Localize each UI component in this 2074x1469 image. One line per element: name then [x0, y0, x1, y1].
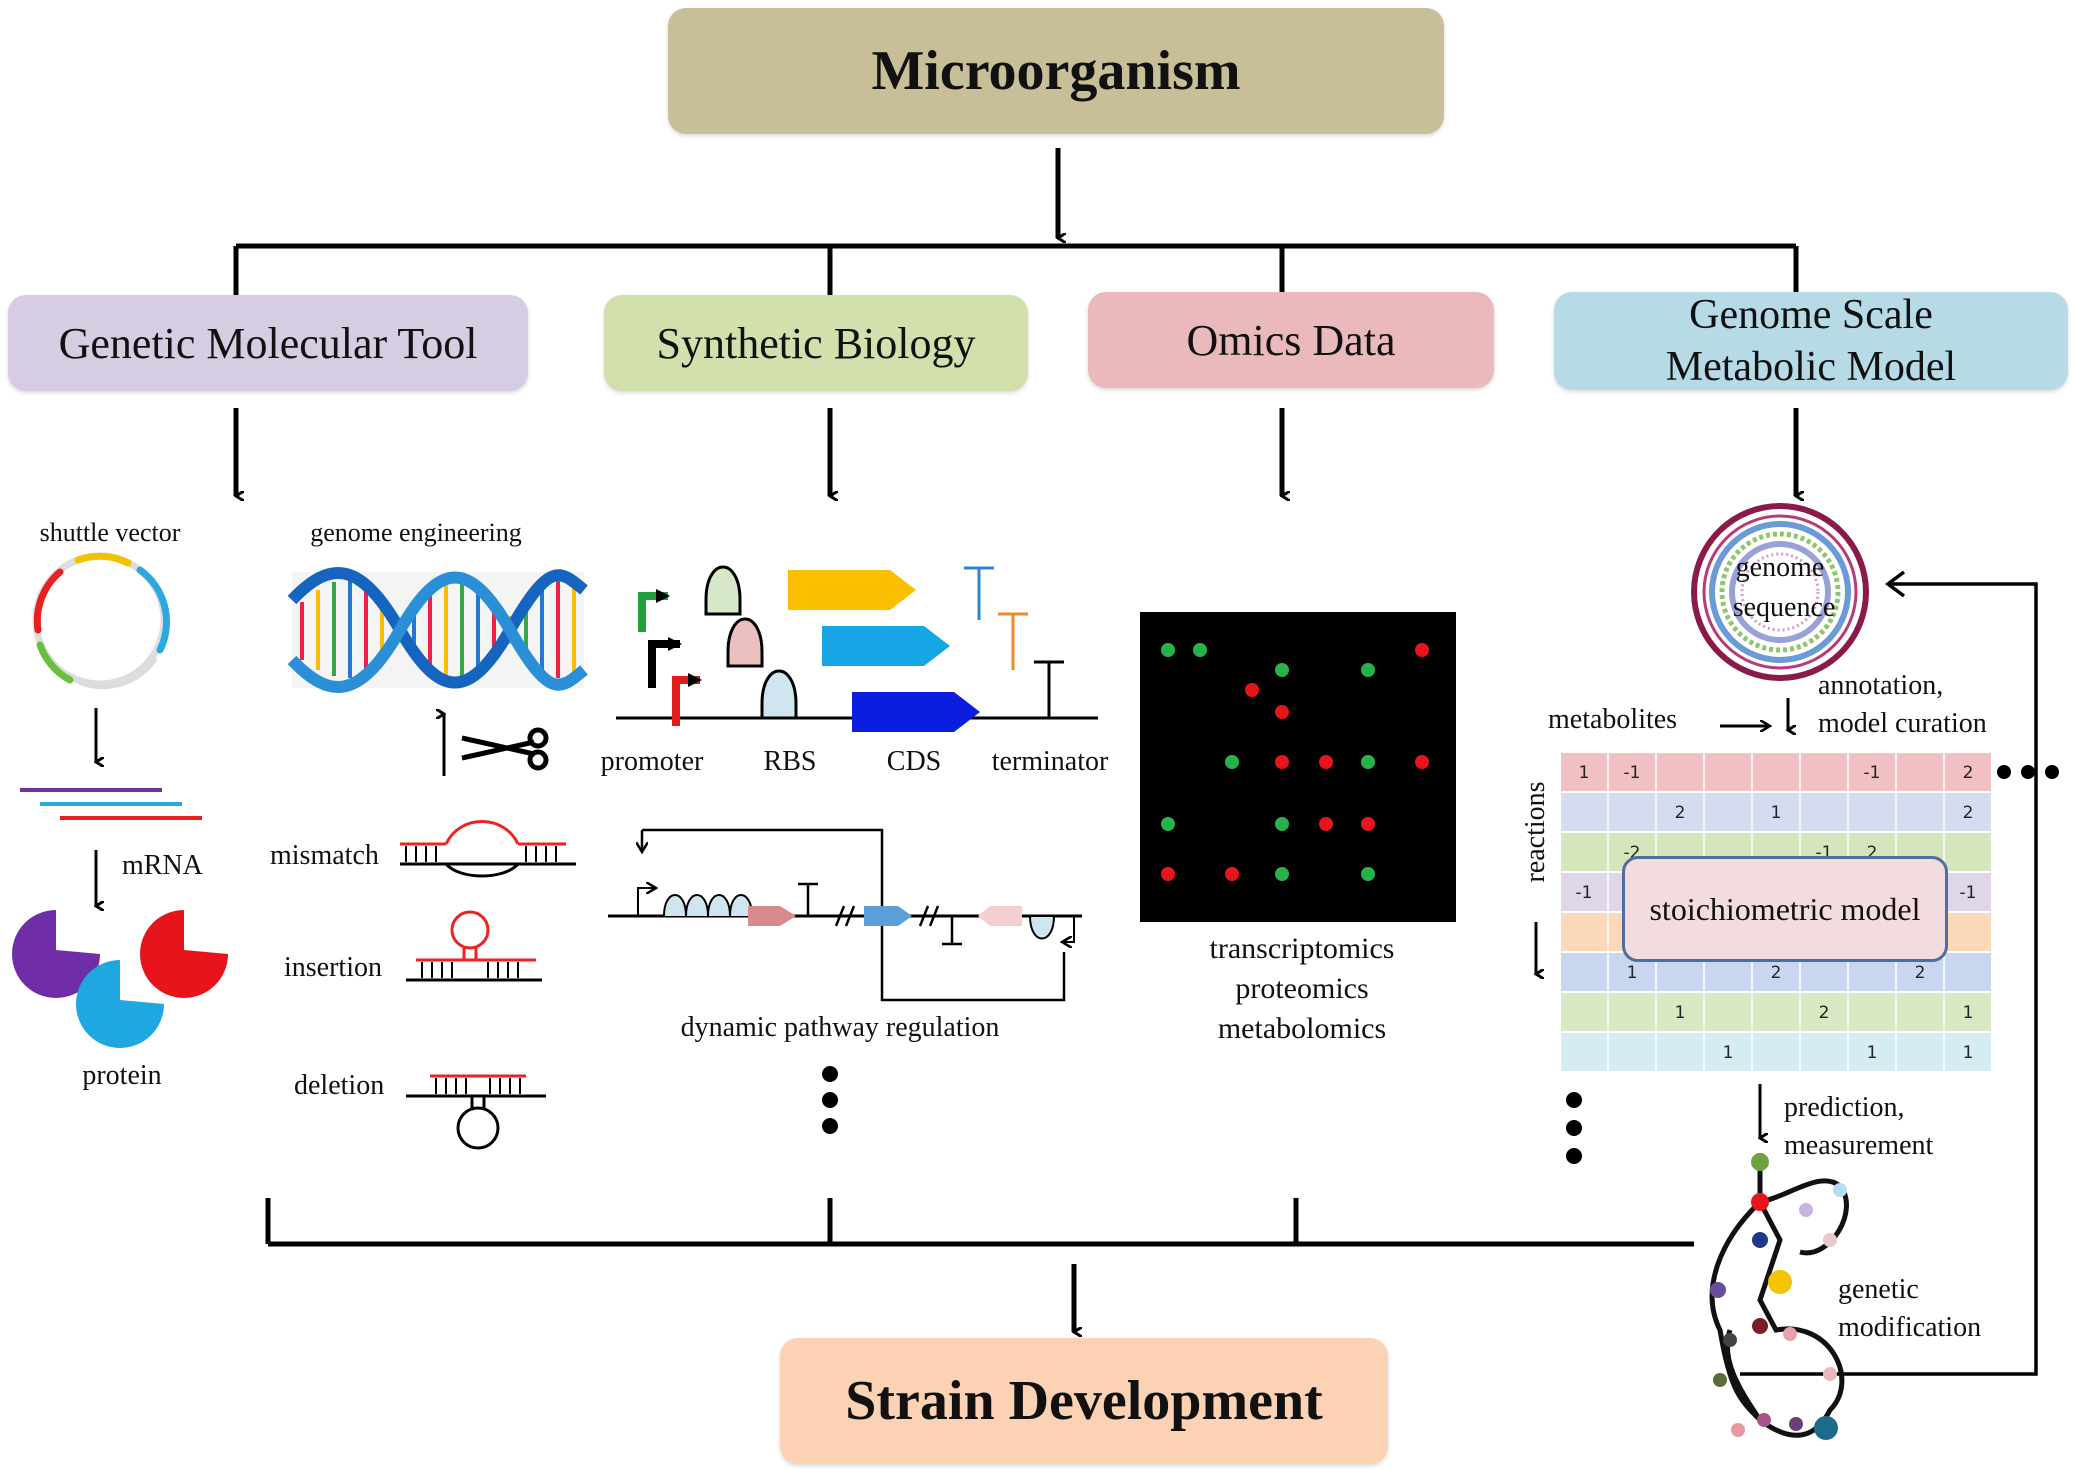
rbs-label: RBS [763, 746, 817, 777]
plasmid-icon [32, 552, 170, 690]
matrix-row [1559, 751, 1993, 793]
genetic-molecular-tool-box: Genetic Molecular Tool [8, 295, 528, 391]
metabolites-label: metabolites [1548, 704, 1678, 735]
matrix-cell-value: 1 [1963, 1043, 1974, 1063]
matrix-cell-value: 2 [1867, 843, 1878, 863]
mrna-label: mRNA [122, 850, 203, 881]
microorganism-box: Microorganism [668, 8, 1444, 134]
shuttle-vector-label: shuttle vector [39, 518, 181, 547]
matrix-cell-value: 1 [1675, 1003, 1686, 1023]
genetic-label-2: modification [1838, 1312, 1982, 1343]
annotation-label-2: model curation [1818, 708, 1987, 739]
scissors-icon [461, 727, 549, 771]
protein-label: protein [82, 1060, 162, 1091]
promoter-label: promoter [600, 746, 704, 777]
matrix-cell-value: 2 [1963, 803, 1974, 823]
matrix-cell-value: -1 [1624, 763, 1641, 783]
reactions-label: reactions [1520, 781, 1551, 883]
genome-map-icon [1691, 503, 1869, 681]
matrix-cell-value: -1 [1864, 763, 1881, 783]
matrix-row [1559, 991, 1993, 1033]
strain-development-box: Strain Development [780, 1338, 1388, 1464]
genome-scale-metabolic-model-box: Genome Scale Metabolic Model [1554, 292, 2068, 390]
genome-label: genome [1735, 552, 1825, 583]
prediction-label-2: measurement [1784, 1130, 1934, 1161]
matrix-cell-value: 2 [1819, 1003, 1830, 1023]
matrix-cell-value: 1 [1579, 763, 1590, 783]
matrix-cell-value: 1 [1963, 1003, 1974, 1023]
deletion-icon [406, 1074, 546, 1150]
gsmm-title-line1: Genome Scale [1689, 292, 1933, 338]
gsmm-title-line2: Metabolic Model [1665, 344, 1957, 390]
dynamic-regulation-icon [608, 828, 1082, 1002]
more-dots-gsmm [1566, 1092, 1582, 1164]
proteomics-label: proteomics [1235, 972, 1369, 1005]
matrix-cell-value: 2 [1675, 803, 1686, 823]
genetic-parts-icon [616, 565, 1098, 732]
cds-label: CDS [886, 746, 942, 777]
terminator-label: terminator [991, 746, 1109, 777]
more-dots-matrix [1997, 765, 2059, 779]
sequence-label: sequence [1732, 592, 1836, 623]
mismatch-label: mismatch [270, 840, 379, 871]
flow-connectors [233, 148, 2038, 1376]
stoichiometric-model-box: stoichiometric model [1622, 856, 1948, 962]
omics-heatmap [1140, 612, 1456, 922]
metabolomics-label: metabolomics [1217, 1012, 1387, 1045]
matrix-cell-value: 1 [1627, 963, 1638, 983]
mismatch-icon [400, 820, 576, 878]
transcriptomics-label: transcriptomics [1209, 932, 1395, 965]
matrix-row [1559, 1031, 1993, 1073]
matrix-cell-value: 1 [1723, 1043, 1734, 1063]
dynamic-regulation-label: dynamic pathway regulation [680, 1012, 1000, 1043]
matrix-cell-value: 1 [1771, 803, 1782, 823]
synthetic-biology-box: Synthetic Biology [604, 295, 1028, 391]
matrix-cell-value: 2 [1963, 763, 1974, 783]
genome-engineering-label: genome engineering [310, 518, 522, 547]
matrix-cell-value: 2 [1915, 963, 1926, 983]
mrna-icon [20, 788, 202, 820]
protein-icon [12, 910, 228, 1048]
deletion-label: deletion [294, 1070, 385, 1101]
prediction-label-1: prediction, [1784, 1092, 1905, 1123]
insertion-label: insertion [284, 952, 382, 983]
matrix-cell-value: 2 [1771, 963, 1782, 983]
omics-data-box: Omics Data [1088, 292, 1494, 388]
insertion-icon [406, 910, 542, 982]
matrix-cell-value: 1 [1867, 1043, 1878, 1063]
matrix-cell-value: -1 [1576, 883, 1593, 903]
dna-helix-icon [287, 567, 588, 693]
matrix-row [1559, 791, 1993, 833]
more-dots-synthetic [822, 1066, 838, 1134]
matrix-cell-value: -1 [1960, 883, 1977, 903]
metabolic-network-icon [1709, 1153, 1849, 1440]
annotation-label-1: annotation, [1818, 670, 1944, 701]
genetic-label-1: genetic [1838, 1274, 1919, 1305]
